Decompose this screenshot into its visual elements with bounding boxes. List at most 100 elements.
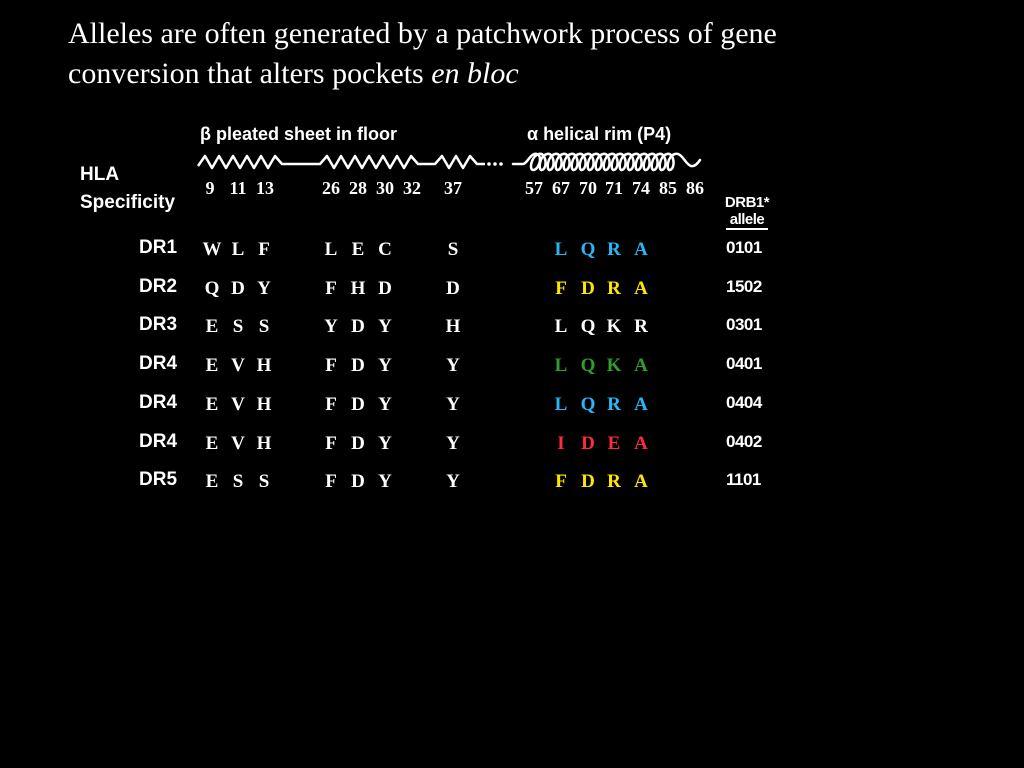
position-number: 32 [403,178,421,198]
floor-residue: Y [257,278,271,299]
rim-residue: Q [580,316,596,337]
floor-residue: Y [378,394,392,415]
rim-residue: Q [580,355,596,376]
drb1-allele-value: 0401 [726,354,762,373]
rim-residue: I [557,433,565,454]
rim-residue: L [554,394,568,415]
floor-residue: H [256,355,272,376]
rim-residue: D [581,278,595,299]
floor-residue: D [351,394,365,415]
position-number: 28 [349,178,367,198]
allele-header-line-1: DRB1* [724,194,770,211]
rim-residue: R [607,394,621,415]
floor-residue: Y [446,355,460,376]
title-line-2: conversion that alters pockets en bloc [68,54,968,94]
floor-residue: D [351,433,365,454]
hla-specificity-dr3: DR3 [139,314,178,335]
floor-residue: E [205,471,219,492]
floor-residue: Y [446,394,460,415]
floor-residue: F [325,471,337,492]
rim-residue: L [554,239,568,260]
title-italic-text: en bloc [431,57,519,90]
rim-residue: A [634,433,648,454]
floor-residue: E [205,433,219,454]
floor-residue: E [205,316,219,337]
rim-residue: A [634,355,648,376]
position-number: 30 [376,178,394,198]
floor-residue: Q [204,278,220,299]
hla-specificity-dr2: DR2 [139,276,178,297]
rim-residue: R [607,239,621,260]
slide-title: Alleles are often generated by a patchwo… [68,14,968,94]
alpha-helix-label: α helical rim (P4) [527,124,672,144]
floor-residue: V [231,394,245,415]
rim-residue: D [581,471,595,492]
hla-specificity-dr4: DR4 [139,392,178,413]
position-number: 57 [525,178,543,198]
position-number: 70 [579,178,597,198]
floor-residue: Y [378,355,392,376]
allele-column-header: DRB1* allele [720,194,774,230]
floor-residue: S [447,239,459,260]
gap-dot [499,162,503,166]
rim-residue: A [634,278,648,299]
hla-label-line-1: HLA [80,164,120,185]
rim-residue: D [581,433,595,454]
floor-residue: E [351,239,365,260]
title-line-1: Alleles are often generated by a patchwo… [68,17,777,50]
position-number: 26 [322,178,340,198]
floor-residue: F [258,239,270,260]
position-number: 85 [659,178,677,198]
alpha-helix-coil [511,152,702,172]
drb1-allele-value: 1502 [726,277,762,296]
floor-residue: F [325,433,337,454]
rim-residue: L [554,355,568,376]
floor-residue: H [256,394,272,415]
floor-residue: S [258,471,270,492]
floor-residue: V [231,355,245,376]
drb1-allele-value: 1101 [726,470,761,489]
drb1-allele-value: 0402 [726,432,762,451]
position-number: 71 [605,178,623,198]
position-number: 11 [229,178,247,198]
rim-residue: K [606,355,622,376]
position-number: 74 [632,178,650,198]
floor-residue: Y [446,471,460,492]
floor-residue: V [231,433,245,454]
floor-residue: S [232,316,244,337]
floor-residue: Y [378,471,392,492]
rim-residue: F [555,471,567,492]
rim-residue: E [607,433,621,454]
floor-residue: W [202,239,222,260]
floor-residue: L [324,239,338,260]
position-number: 67 [552,178,570,198]
position-number: 37 [444,178,462,198]
floor-residue: F [325,394,337,415]
floor-residue: L [231,239,245,260]
floor-residue: Y [378,433,392,454]
position-number: 86 [686,178,704,198]
allele-header-line-2: allele [725,211,769,230]
drb1-allele-value: 0301 [726,315,762,334]
rim-residue: Q [580,394,596,415]
floor-residue: H [256,433,272,454]
drb1-allele-value: 0404 [726,393,762,412]
rim-residue: R [634,316,648,337]
rim-residue: R [607,471,621,492]
floor-residue: F [325,355,337,376]
beta-sheet-label: β pleated sheet in floor [200,124,398,144]
gap-dot [493,162,497,166]
rim-residue: F [555,278,567,299]
rim-residue: K [606,316,622,337]
floor-residue: H [445,316,461,337]
rim-residue: L [554,316,568,337]
hla-specificity-dr4: DR4 [139,431,178,452]
floor-residue: D [378,278,392,299]
drb1-allele-value: 0101 [726,238,762,257]
position-number: 9 [205,178,215,198]
floor-residue: D [231,278,245,299]
floor-residue: D [351,355,365,376]
floor-residue: E [205,394,219,415]
floor-residue: Y [324,316,338,337]
hla-specificity-dr4: DR4 [139,353,178,374]
